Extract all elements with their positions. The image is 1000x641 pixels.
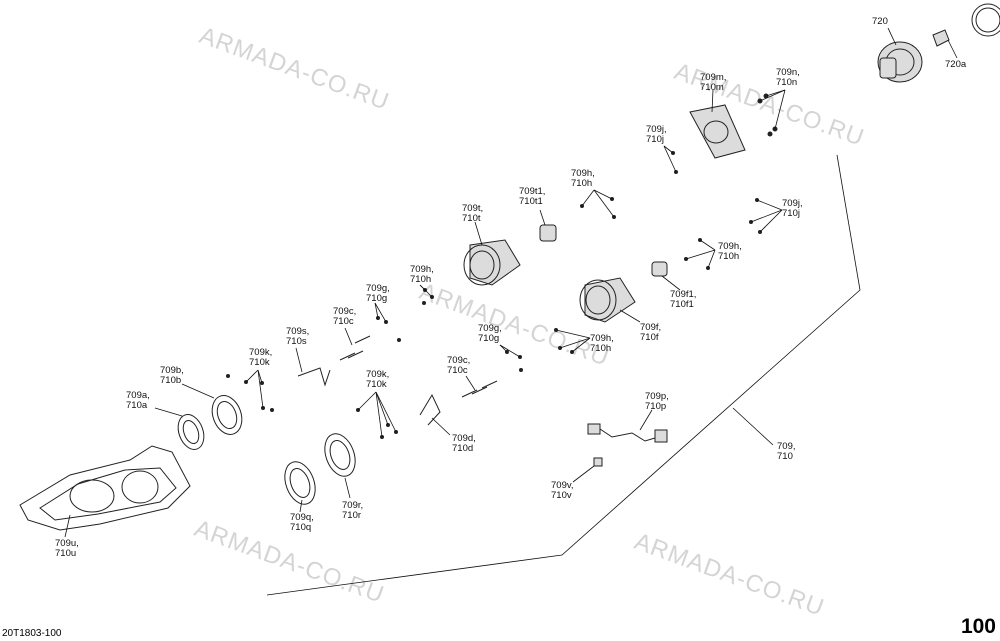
part-709a-ring (154, 407, 205, 450)
part-709j-screws-right (749, 198, 783, 234)
callout-709h-top: 709h,710h (571, 168, 595, 189)
part-709k-screws-lower (356, 391, 398, 439)
part-709h-screws-top (580, 189, 616, 219)
part-709r-ring (324, 433, 356, 499)
callout-709m: 709m,710m (700, 72, 726, 93)
callout-720: 720 (872, 16, 888, 27)
callout-709k-upper: 709k,710k (249, 347, 272, 368)
callout-709c-lower: 709c,710c (447, 355, 470, 376)
callout-720a: 720a (945, 59, 967, 70)
part-709h-screws-left (419, 284, 434, 305)
callout-709d: 709d,710d (452, 433, 476, 454)
part-709n-screws (757, 89, 786, 137)
callout-709k-lower: 709k,710k (366, 369, 389, 390)
part-709s-bracket (295, 347, 331, 387)
callout-709j-right: 709j,710j (782, 198, 803, 219)
part-709q-ring (284, 461, 316, 513)
callout-709u: 709u,710u (55, 538, 79, 559)
part-709h-screws-lower (554, 328, 591, 354)
part-lens-cap (971, 3, 1000, 37)
part-709v-connector (572, 457, 603, 483)
callout-709c-upper: 709c,710c (333, 306, 356, 327)
part-709c-bolts-lower (461, 375, 498, 398)
callout-709f: 709f,710f (640, 322, 661, 343)
callout-709t: 709t,710t (462, 203, 483, 224)
callout-labels: 720 720a 709m,710m 709n,710n 709j,710j 7… (55, 16, 967, 559)
callout-709h-left: 709h,710h (410, 264, 434, 285)
callout-709j-upper: 709j,710j (646, 124, 667, 145)
callout-709n: 709n,710n (776, 67, 800, 88)
part-709c-bolts-upper (339, 327, 371, 361)
part-709g-screws-lower (499, 344, 523, 372)
drawing-reference: 20T1803-100 (2, 628, 62, 639)
leader-709 (732, 407, 774, 446)
part-709f1-bulb (651, 261, 681, 291)
part-709j-screws-upper (663, 145, 678, 174)
part-709u-headlamp-housing (19, 445, 191, 538)
callout-709g-lower: 709g,710g (478, 323, 502, 344)
part-709b-ring (181, 383, 243, 435)
callout-709: 709,710 (777, 441, 796, 462)
part-709t1-bulb (539, 209, 557, 242)
part-720a-bulb (932, 29, 958, 59)
assembly-boundary-line (266, 154, 861, 596)
part-709g-screws-upper (374, 302, 401, 342)
callout-709a: 709a,710a (126, 390, 150, 411)
callout-709h-lower: 709h,710h (590, 333, 614, 354)
part-709h-screws-mid-right (684, 238, 716, 270)
callout-709p: 709p,710p (645, 391, 669, 412)
part-709p-wiring-harness (587, 409, 668, 443)
callout-709v: 709v,710v (551, 480, 574, 501)
callout-709h-mid-right: 709h,710h (718, 241, 742, 262)
callout-709b: 709b,710b (160, 365, 184, 386)
callout-709s: 709s,710s (286, 326, 309, 347)
part-709k-screws-upper (226, 369, 274, 412)
callout-709t1: 709t1,710t1 (519, 186, 545, 207)
part-709d-bracket (419, 393, 451, 436)
page-number: 100 (960, 615, 996, 638)
part-709m-bracket (689, 89, 746, 159)
part-709t-projector (463, 221, 521, 286)
part-709f-projector (579, 277, 641, 323)
callout-709r: 709r,710r (342, 500, 363, 521)
callout-709g-upper: 709g,710g (366, 283, 390, 304)
part-720-bulb-socket (877, 27, 923, 83)
callout-709f1: 709f1,710f1 (670, 289, 696, 310)
callout-709q: 709q,710q (290, 512, 314, 533)
